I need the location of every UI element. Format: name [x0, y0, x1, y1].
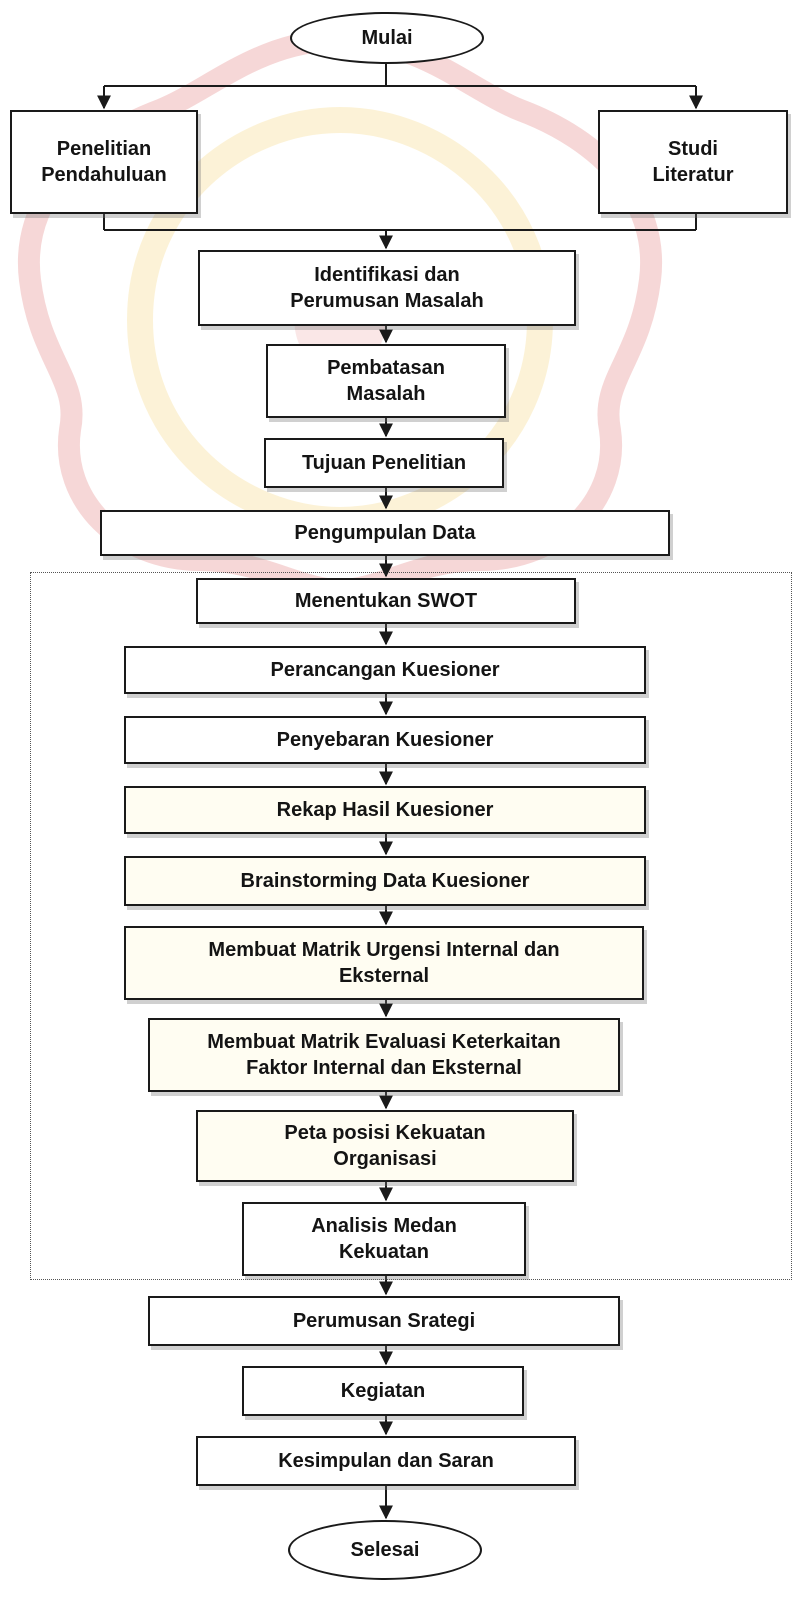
start-terminal: Mulai [290, 12, 484, 64]
end-terminal: Selesai [288, 1520, 482, 1580]
questionnaire-design-label: Perancangan Kuesioner [270, 659, 500, 681]
determine-swot-label: Menentukan SWOT [294, 590, 478, 612]
conclusion-label: Kesimpulan dan Saran [278, 1450, 494, 1472]
strength-position-map-box: Peta posisi Kekuatan Organisasi [196, 1110, 574, 1182]
force-field-analysis-box: Analisis Medan Kekuatan [242, 1202, 526, 1276]
questionnaire-recap-box: Rekap Hasil Kuesioner [124, 786, 646, 834]
data-collection-box: Pengumpulan Data [100, 510, 670, 556]
problem-limitation-label: Pembatasan Masalah [327, 357, 445, 405]
activities-label: Kegiatan [340, 1380, 426, 1402]
start-label: Mulai [361, 27, 413, 49]
questionnaire-brainstorming-box: Brainstorming Data Kuesioner [124, 856, 646, 906]
end-label: Selesai [350, 1539, 420, 1561]
urgency-matrix-label: Membuat Matrik Urgensi Internal dan Ekst… [208, 939, 560, 987]
problem-identification-box: Identifikasi dan Perumusan Masalah [198, 250, 576, 326]
questionnaire-distribution-box: Penyebaran Kuesioner [124, 716, 646, 764]
questionnaire-design-box: Perancangan Kuesioner [124, 646, 646, 694]
linkage-matrix-label: Membuat Matrik Evaluasi Keterkaitan Fakt… [207, 1031, 561, 1079]
questionnaire-brainstorming-label: Brainstorming Data Kuesioner [240, 870, 530, 892]
literature-study-label: Studi Literatur [652, 138, 734, 186]
conclusion-box: Kesimpulan dan Saran [196, 1436, 576, 1486]
swot-analysis-group [30, 572, 792, 1280]
questionnaire-recap-label: Rekap Hasil Kuesioner [276, 799, 494, 821]
problem-identification-label: Identifikasi dan Perumusan Masalah [290, 264, 484, 312]
questionnaire-distribution-label: Penyebaran Kuesioner [276, 729, 494, 751]
problem-limitation-box: Pembatasan Masalah [266, 344, 506, 418]
literature-study-box: Studi Literatur [598, 110, 788, 214]
preliminary-research-box: Penelitian Pendahuluan [10, 110, 198, 214]
force-field-analysis-label: Analisis Medan Kekuatan [311, 1215, 457, 1263]
linkage-matrix-box: Membuat Matrik Evaluasi Keterkaitan Fakt… [148, 1018, 620, 1092]
strategy-formulation-label: Perumusan Srategi [292, 1310, 476, 1332]
activities-box: Kegiatan [242, 1366, 524, 1416]
determine-swot-box: Menentukan SWOT [196, 578, 576, 624]
research-objective-box: Tujuan Penelitian [264, 438, 504, 488]
research-objective-label: Tujuan Penelitian [301, 452, 467, 474]
strategy-formulation-box: Perumusan Srategi [148, 1296, 620, 1346]
data-collection-label: Pengumpulan Data [294, 522, 476, 544]
strength-position-map-label: Peta posisi Kekuatan Organisasi [284, 1122, 486, 1170]
urgency-matrix-box: Membuat Matrik Urgensi Internal dan Ekst… [124, 926, 644, 1000]
preliminary-research-label: Penelitian Pendahuluan [41, 138, 167, 186]
